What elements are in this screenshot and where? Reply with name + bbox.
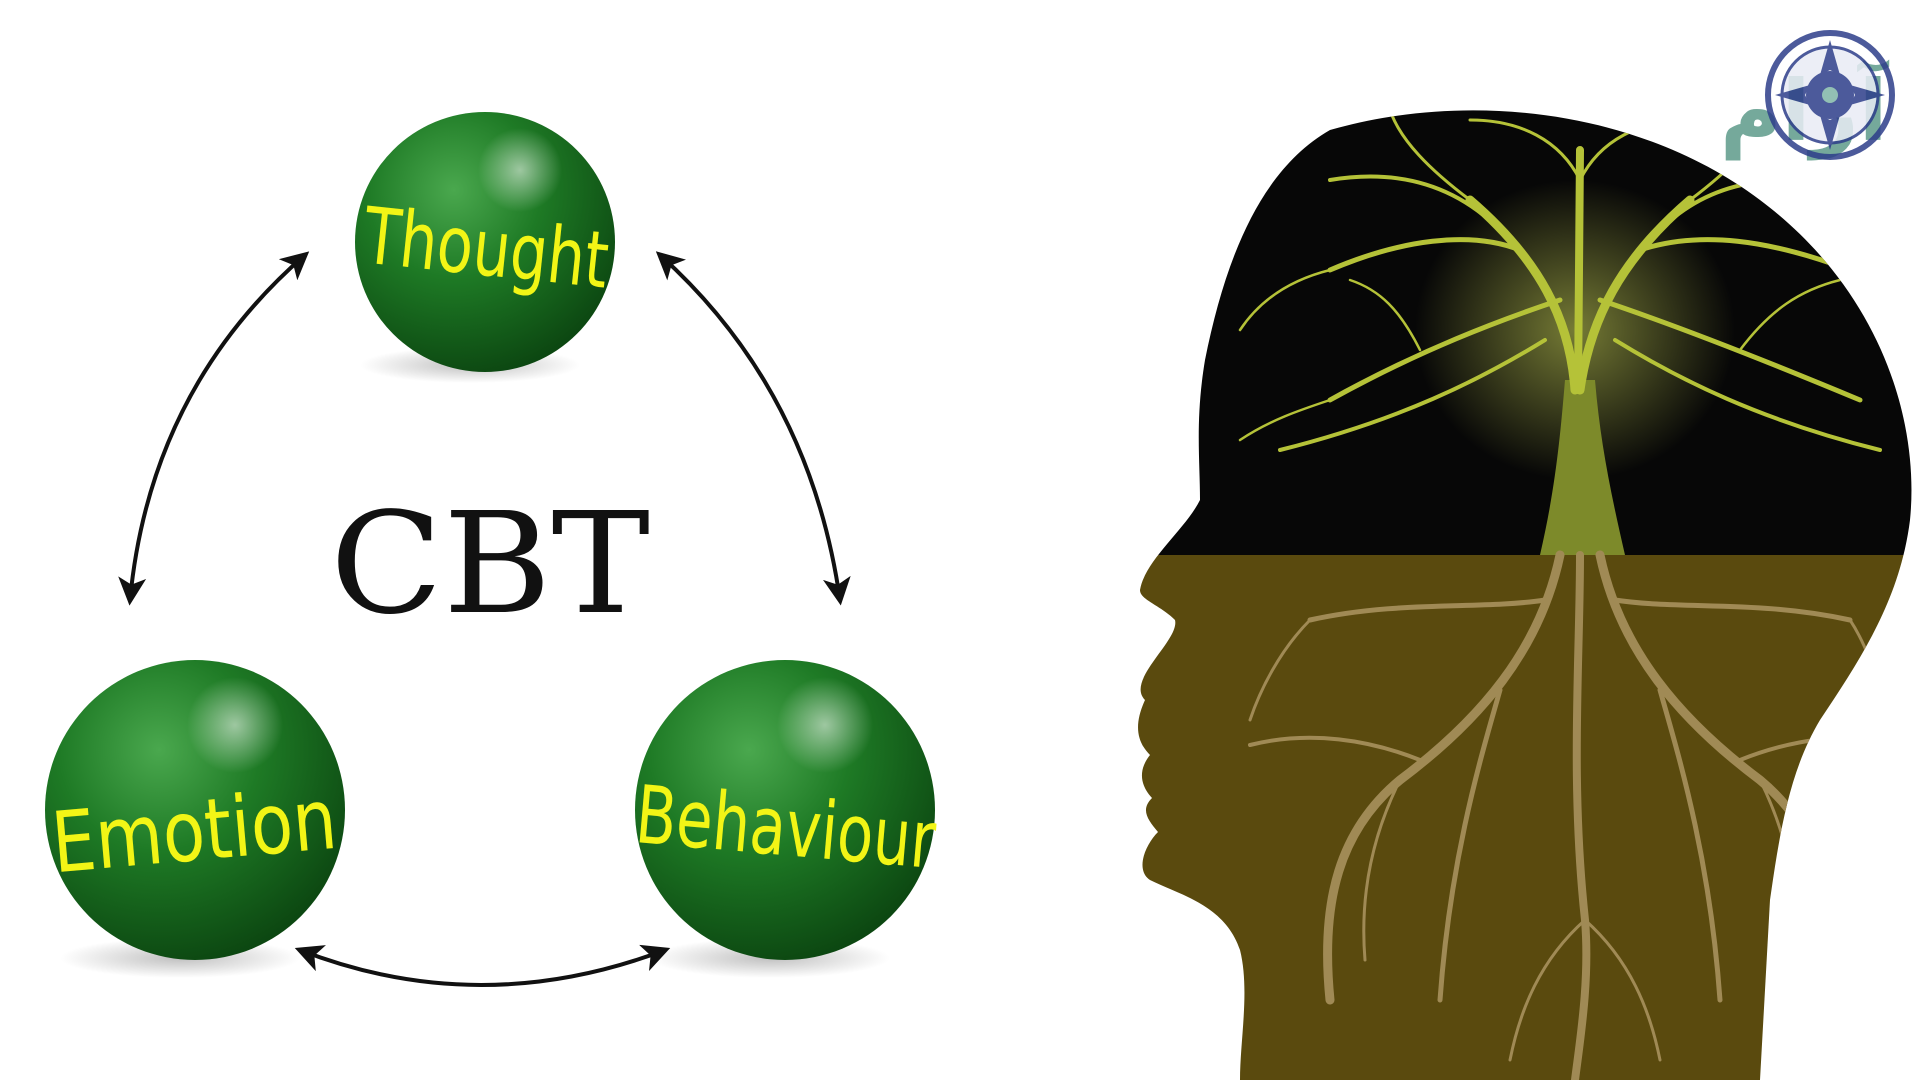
tree-trunk [1540,380,1625,555]
arrow-thought-behaviour [655,251,851,606]
node-emotion: Emotion [45,660,345,978]
cbt-title: CBT [330,483,650,646]
arrow-thought-emotion [118,251,310,606]
node-behaviour: Behaviour [632,660,939,978]
watermark: نیک آرام [1720,30,1920,161]
logo-emblem-icon [1765,30,1895,160]
head-tree-illustration [1138,110,1912,1080]
cbt-cycle-diagram: Thought Emotion Behaviour CBT [45,112,939,987]
arrow-emotion-behaviour [294,944,671,987]
node-thought: Thought [355,112,615,383]
